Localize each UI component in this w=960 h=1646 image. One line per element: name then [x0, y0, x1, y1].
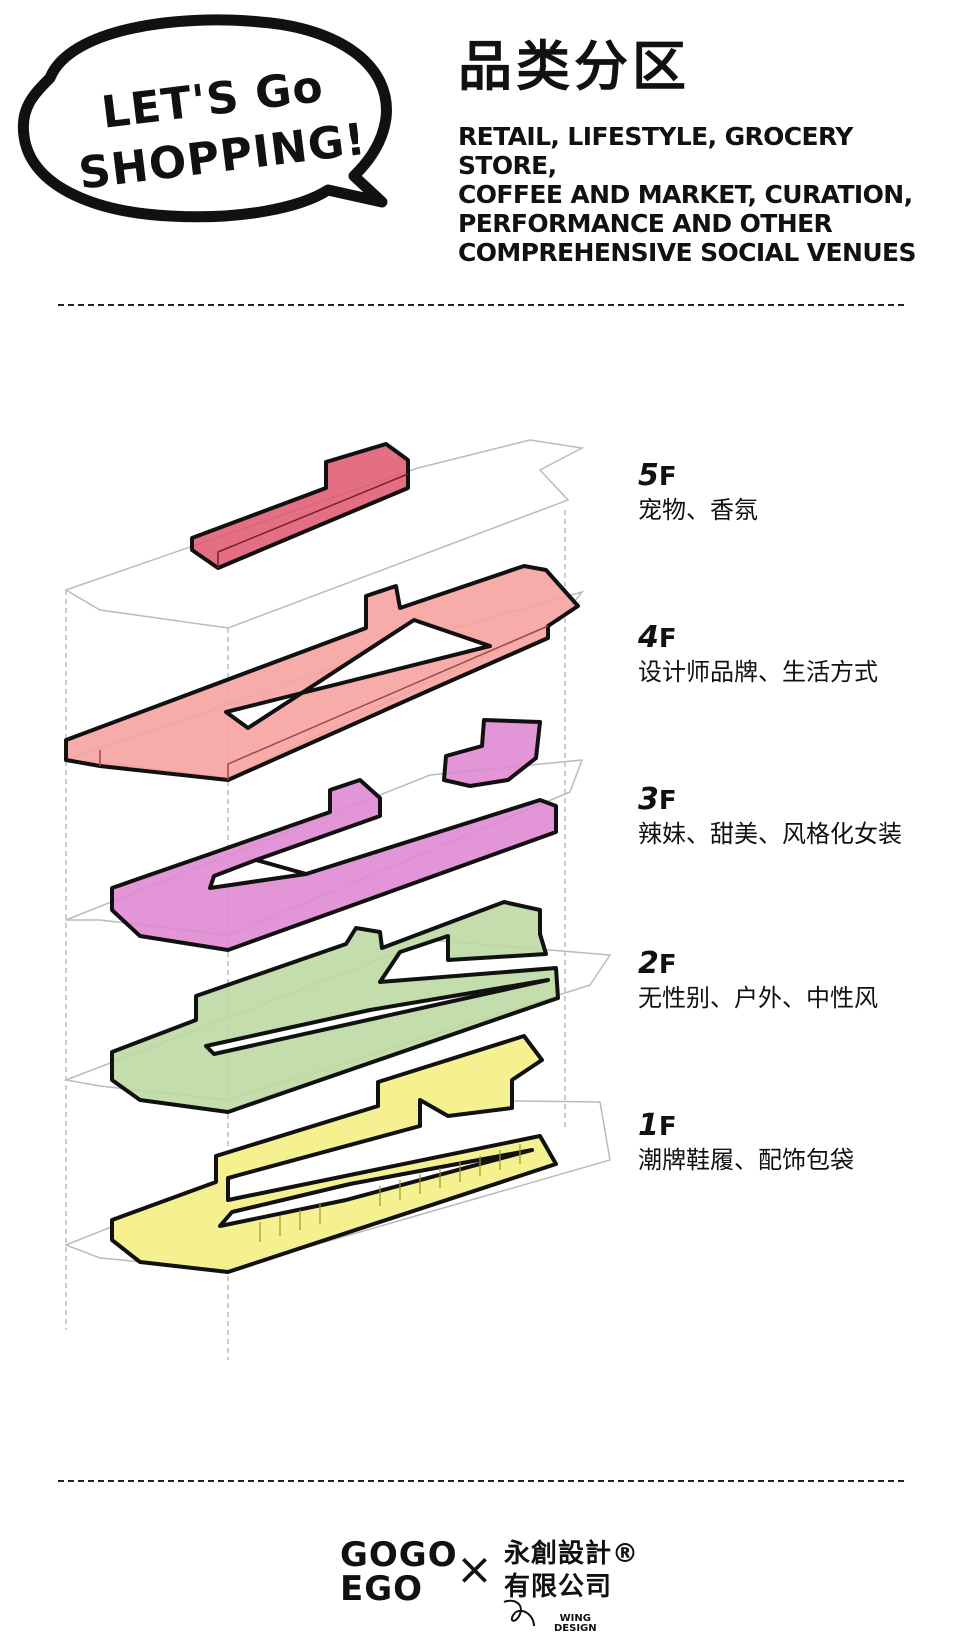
floor-category: 潮牌鞋履、配饰包袋 — [638, 1146, 854, 1174]
floor-2-plan — [110, 900, 560, 1114]
floor-label-1f: 1F 潮牌鞋履、配饰包袋 — [638, 1110, 958, 1177]
floor-category: 辣妹、甜美、风格化女装 — [638, 820, 902, 848]
subtitle-line: PERFORMANCE AND OTHER — [458, 209, 833, 238]
floor-number: 2 — [638, 946, 659, 981]
floor-label-5f: 5F 宠物、香氛 — [638, 460, 958, 527]
gogoego-logo: GOGO EGO — [340, 1538, 458, 1606]
subtitle-line: COFFEE AND MARKET, CURATION, — [458, 180, 913, 209]
dashed-divider-bottom — [58, 1480, 904, 1482]
floor-1-slab — [110, 1034, 558, 1274]
dashed-divider-top — [58, 304, 904, 306]
floor-1-void — [218, 1148, 534, 1228]
floor-4-plan — [64, 564, 580, 782]
floor-category: 设计师品牌、生活方式 — [638, 658, 878, 686]
floor-category: 无性别、户外、中性风 — [638, 984, 878, 1012]
floor-label-4f: 4F 设计师品牌、生活方式 — [638, 622, 958, 689]
wing-line-1: WING — [559, 1613, 591, 1624]
floor-3-annex — [442, 718, 542, 788]
floor-category: 宠物、香氛 — [638, 496, 758, 524]
subtitle: RETAIL, LIFESTYLE, GROCERY STORE, COFFEE… — [458, 122, 958, 267]
floor-3-void — [208, 858, 308, 890]
floor-5-slab — [190, 442, 410, 570]
floor-5-plan — [190, 442, 410, 570]
floor-2-slab — [110, 900, 560, 1114]
floor-unit: F — [658, 1112, 677, 1142]
subtitle-line: RETAIL, LIFESTYLE, GROCERY STORE, — [458, 122, 853, 180]
lets-go-shopping-bubble: LET'S Go SHOPPING! — [17, 14, 392, 223]
floor-1-shop-grid — [259, 1144, 521, 1242]
floor-3-plan — [110, 718, 558, 952]
floor-number: 1 — [638, 1108, 659, 1143]
floor-4-slab — [64, 564, 580, 782]
floor-number: 3 — [638, 782, 659, 817]
floor-unit: F — [658, 950, 677, 980]
wing-line-2: DESIGN — [554, 1623, 597, 1634]
floor-label-2f: 2F 无性别、户外、中性风 — [638, 948, 958, 1015]
page-title: 品类分区 — [458, 35, 690, 98]
floor-stack-diagram — [63, 439, 612, 1360]
wing-design-logo: 永創設計® 有限公司 — [504, 1538, 639, 1604]
floor-number: 5 — [638, 458, 659, 493]
floor-label-3f: 3F 辣妹、甜美、风格化女装 — [638, 784, 958, 851]
floor-unit: F — [658, 786, 677, 816]
subtitle-line: COMPREHENSIVE SOCIAL VENUES — [458, 238, 917, 267]
floor-number: 4 — [638, 620, 659, 655]
floor-2-void — [204, 978, 550, 1056]
floor-4-void — [224, 618, 492, 730]
floor-unit: F — [658, 462, 677, 492]
wing-design-caption: WING DESIGN — [554, 1614, 597, 1634]
floor-unit: F — [658, 624, 677, 654]
logo-line-2: EGO — [340, 1569, 424, 1609]
company-line-2: 有限公司 — [504, 1572, 613, 1602]
floor-1-plan — [110, 1034, 558, 1274]
logo-line-1: GOGO — [340, 1535, 458, 1575]
scribble-icon — [503, 1599, 535, 1627]
collaboration-cross: × — [456, 1544, 493, 1595]
company-line-1: 永創設計® — [504, 1539, 640, 1569]
